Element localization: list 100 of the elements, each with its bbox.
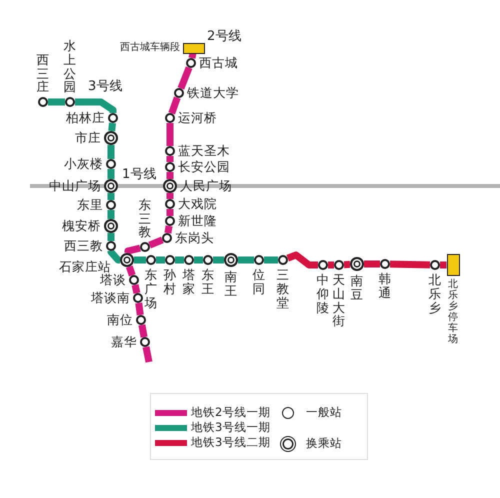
station-name: 塔家	[182, 268, 196, 296]
station-name: 西三教	[64, 239, 103, 252]
track-line	[390, 260, 430, 268]
station-marker	[203, 255, 213, 265]
station-marker	[129, 275, 139, 285]
track-line	[156, 256, 165, 264]
line-name: 2号线	[207, 30, 242, 44]
track-line	[194, 256, 203, 264]
depot-block	[183, 42, 205, 54]
station-marker	[318, 260, 328, 270]
track-line	[124, 244, 141, 254]
track-line	[108, 210, 114, 219]
station-name: 嘉华	[111, 335, 137, 348]
track-line	[30, 184, 104, 188]
station-marker	[108, 113, 118, 123]
track-line	[328, 262, 334, 268]
station-name: 三教堂	[276, 268, 290, 310]
station-marker	[184, 255, 194, 265]
station-name: 东王	[201, 268, 215, 296]
station-name: 石家庄站	[59, 260, 111, 274]
transfer-station-marker	[224, 253, 238, 267]
track-line	[75, 98, 116, 114]
track-line	[108, 169, 114, 179]
station-name: 蓝天圣木	[178, 144, 230, 158]
station-marker	[65, 97, 75, 107]
station-name: 孙村	[163, 268, 177, 296]
track-line	[135, 302, 144, 316]
station-name: 东广场	[144, 268, 158, 310]
station-marker	[38, 97, 48, 107]
station-name: 市庄	[75, 131, 101, 144]
transfer-station-marker	[120, 253, 134, 267]
transfer-station-marker	[163, 179, 177, 193]
station-name: 南位	[107, 313, 133, 326]
station-name: 中仰陵	[316, 273, 330, 314]
station-marker	[278, 255, 288, 265]
station-name: 人民广场	[180, 179, 232, 192]
station-marker	[165, 113, 175, 123]
track-line	[126, 265, 136, 276]
station-name: 南豆	[350, 274, 364, 302]
station-name: 东岗头	[175, 231, 214, 244]
station-name: 新世隆	[178, 214, 217, 228]
line-name: 3号线	[88, 80, 122, 94]
station-marker	[186, 58, 196, 68]
legend-text: 一般站	[306, 406, 342, 418]
legend-text: 地铁3号线二期	[191, 436, 270, 448]
station-name: 西古城	[199, 56, 238, 70]
track-line	[344, 260, 350, 268]
legend-text: 地铁2号线一期	[191, 406, 270, 418]
track-line	[148, 236, 164, 248]
transfer-station-marker	[350, 257, 364, 271]
station-marker	[165, 146, 175, 156]
station-marker	[133, 293, 143, 303]
track-line	[440, 262, 446, 268]
station-name: 塔谈南	[91, 291, 130, 304]
station-name: 天山大街	[332, 273, 346, 328]
track-line	[166, 193, 174, 199]
station-name: 东三教	[138, 198, 152, 239]
track-line	[108, 233, 114, 241]
track-line	[166, 156, 174, 162]
legend-text: 地铁3号线一期	[191, 421, 270, 434]
track-line	[213, 256, 224, 264]
station-marker	[162, 233, 172, 243]
track-line	[118, 184, 163, 188]
station-marker	[334, 260, 344, 270]
transfer-station-marker	[104, 131, 118, 145]
track-line	[177, 184, 500, 188]
station-name: 小灰楼	[64, 157, 103, 170]
station-name: 中山广场	[49, 179, 101, 192]
track-line	[166, 209, 174, 216]
track-line	[108, 193, 114, 200]
station-name: 韩通	[378, 272, 392, 300]
depot-name: 西古城车辆段	[120, 42, 180, 53]
track-line	[178, 66, 192, 90]
track-line	[134, 256, 146, 264]
station-marker	[165, 216, 175, 226]
track-line	[108, 122, 116, 132]
track-line	[364, 260, 380, 268]
station-name: 东里	[77, 198, 103, 212]
track-line	[238, 256, 254, 264]
track-line	[175, 256, 184, 264]
station-name: 塔谈	[100, 273, 126, 286]
station-name: 槐安桥	[62, 219, 101, 232]
station-marker	[165, 255, 175, 265]
station-marker	[146, 255, 156, 265]
track-line	[138, 324, 148, 338]
station-marker	[106, 241, 116, 251]
track-line	[48, 98, 65, 106]
station-name: 大戏院	[178, 197, 217, 210]
track-line	[164, 225, 173, 234]
track-line	[166, 123, 174, 146]
station-name: 西三庄	[36, 52, 50, 94]
depot-block	[446, 254, 460, 276]
station-name: 铁道大学	[187, 86, 239, 100]
track-line	[166, 172, 174, 179]
track-line	[108, 248, 122, 264]
station-name: 南王	[224, 270, 238, 298]
station-name: 北乐乡	[428, 273, 442, 314]
track-line	[132, 284, 140, 294]
station-name: 位同	[252, 268, 266, 296]
station-name: 水上公园	[63, 39, 77, 94]
